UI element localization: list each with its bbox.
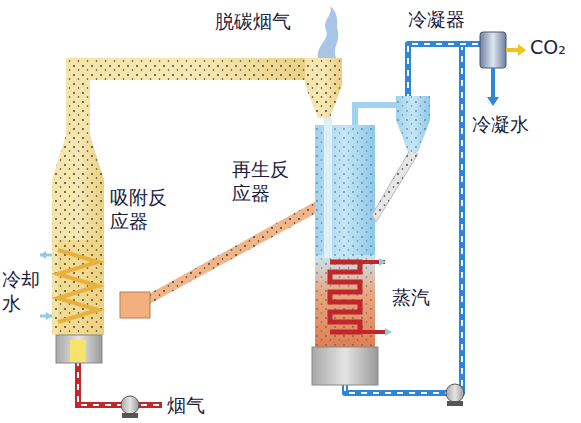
part-label: 冷却水 xyxy=(2,268,42,316)
part-label: 蒸汽 xyxy=(392,286,430,310)
part-label: CO₂ xyxy=(530,36,566,60)
part-label: 冷凝水 xyxy=(472,113,529,137)
pump xyxy=(121,384,464,418)
part-label: 冷凝器 xyxy=(408,8,465,32)
part-label: 脱碳烟气 xyxy=(215,10,291,34)
part-label: 再生反应器 xyxy=(232,158,291,206)
part-label: 烟气 xyxy=(167,394,205,418)
part-label: 吸附反应器 xyxy=(110,186,169,234)
